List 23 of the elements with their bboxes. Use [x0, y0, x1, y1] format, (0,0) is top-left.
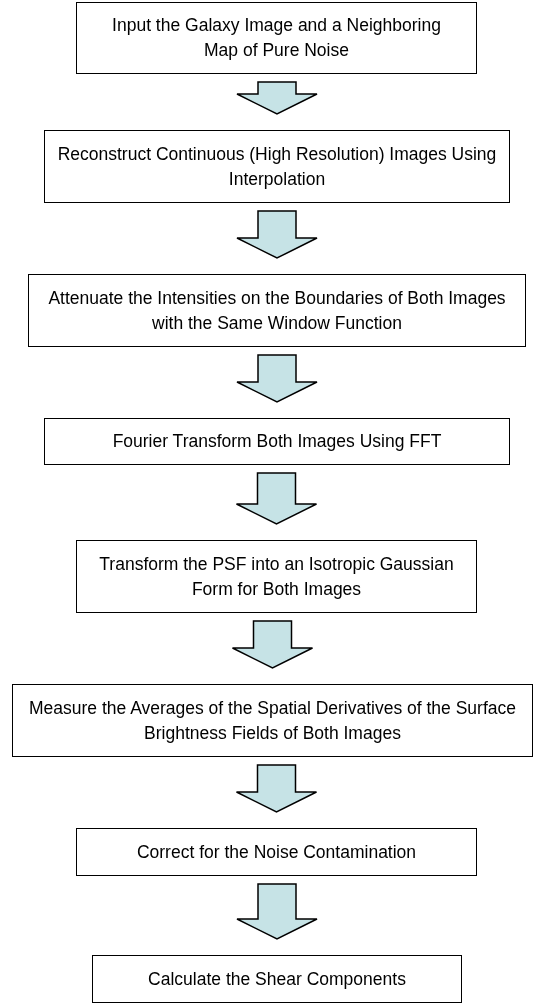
block-arrow — [236, 210, 318, 259]
block-arrow — [235, 764, 318, 813]
step-text: Input the Galaxy Image and a Neighboring Map of Pure Noise — [111, 14, 442, 62]
block-arrow — [231, 620, 314, 669]
step-text: Transform the PSF into an Isotropic Gaussian Form for Both Images — [98, 552, 455, 601]
step-text: Attenuate the Intensities on the Boundaries of Both Images with the Same Window Function — [47, 286, 507, 335]
step-text: Correct for the Noise Contamination — [136, 840, 417, 864]
block-arrow — [235, 472, 318, 525]
step-text: Reconstruct Continuous (High Resolution) Images Using Interpolation — [56, 142, 498, 191]
process-box — [12, 684, 533, 757]
block-arrow — [236, 354, 318, 403]
process-box — [44, 418, 510, 465]
block-arrow — [236, 883, 318, 940]
step-text: Calculate the Shear Components — [148, 967, 406, 991]
process-box — [92, 955, 462, 1003]
step-text: Fourier Transform Both Images Using FFT — [112, 430, 442, 453]
process-box — [76, 828, 477, 876]
process-box — [76, 2, 477, 74]
process-box — [44, 130, 510, 203]
step-text: Measure the Averages of the Spatial Derivatives of the Surface Brightness Fields of Both Images — [27, 696, 517, 745]
process-box — [28, 274, 526, 347]
block-arrow — [236, 81, 318, 115]
process-box — [76, 540, 477, 613]
